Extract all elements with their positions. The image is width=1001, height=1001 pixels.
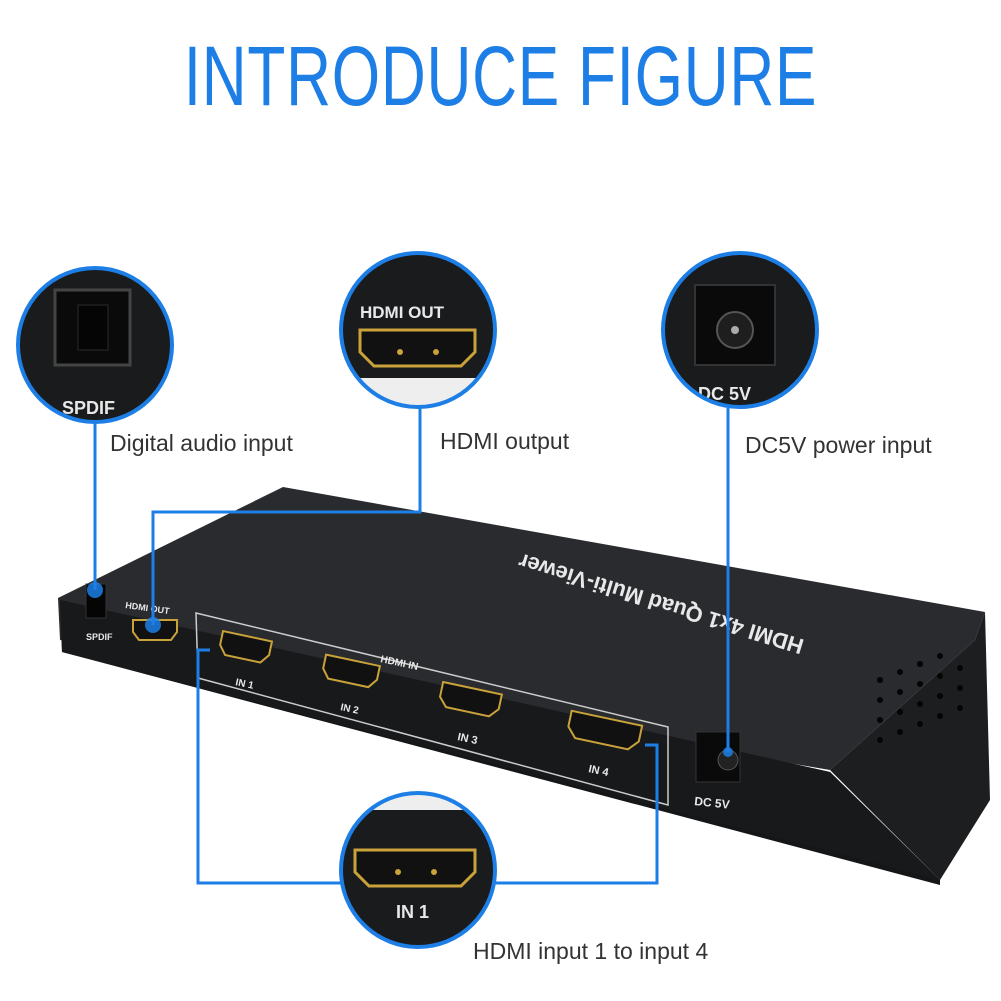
vent-holes <box>877 653 963 743</box>
spdif-marker-dot <box>87 582 103 598</box>
hdmi-in-zoom-circle: IN 1 <box>339 791 497 949</box>
device-top-face <box>58 487 985 770</box>
dc-marker-dot <box>723 747 733 757</box>
callout-lines <box>93 408 730 885</box>
hdmi-in-callout-label: HDMI input 1 to input 4 <box>473 938 709 964</box>
hdmi-out-zoom-circle: HDMI OUT <box>339 251 497 409</box>
hdmi-out-callout-label: HDMI output <box>440 428 570 454</box>
spdif-zoom-circle: SPDIF <box>16 266 174 424</box>
device-right-face <box>830 612 990 880</box>
spdif-label: SPDIF <box>86 632 113 642</box>
hdmi-in-4-port <box>567 709 644 751</box>
hdmi-input-ports <box>219 629 644 751</box>
svg-text:HDMI OUT: HDMI OUT <box>360 303 445 322</box>
page-title: INTRODUCE FIGURE <box>183 29 818 123</box>
hdmi-out-marker-dot <box>145 617 161 633</box>
in-2-label: IN 2 <box>339 702 360 717</box>
hdmi-in-callout-line-left <box>196 648 342 885</box>
svg-text:IN 1: IN 1 <box>396 902 429 922</box>
in-1-label: IN 1 <box>234 677 255 692</box>
dc-callout-label: DC5V power input <box>745 432 932 458</box>
in-4-label: IN 4 <box>587 763 610 779</box>
hdmi-in-2-port <box>322 653 382 689</box>
hdmi-in-callout-line-right <box>494 743 659 885</box>
in-3-label: IN 3 <box>456 731 478 747</box>
hdmi-in-3-port <box>438 680 504 718</box>
svg-text:DC 5V: DC 5V <box>698 384 751 404</box>
hdmi-out-callout-line <box>151 408 422 625</box>
hdmi-in-1-port <box>219 629 274 664</box>
dc-label: DC 5V <box>694 794 731 812</box>
svg-text:SPDIF: SPDIF <box>62 398 115 418</box>
dc-zoom-circle: DC 5V <box>661 251 819 409</box>
spdif-callout-label: Digital audio input <box>110 430 293 456</box>
